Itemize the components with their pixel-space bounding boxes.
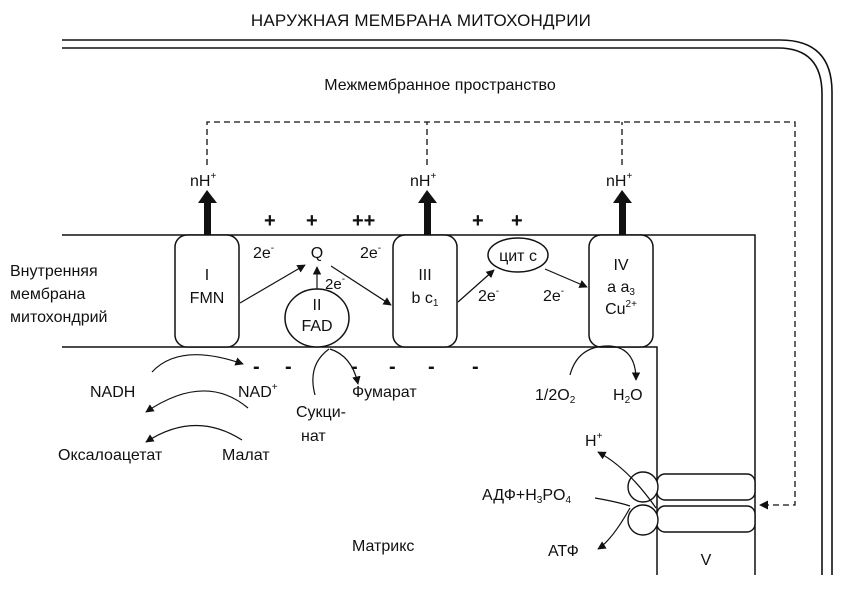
complex-ii-cofactor: FAD [301,318,332,335]
cytochrome-c [487,237,549,273]
succinate-label-1: Сукци- [296,404,346,421]
svg-text:-: - [472,356,479,378]
charge-plus-3: ++ [352,210,375,232]
svg-text:-: - [253,356,260,378]
proton-return-branches [426,122,623,165]
inner-membrane [62,234,756,575]
inner-membrane-label-2: мембрана [10,286,86,303]
complex-iii [392,234,458,348]
charge-plus-4: + [472,210,484,232]
complex-iv-numeral: IV [613,257,628,274]
complex-i [174,234,240,348]
proton-label-1: nH+ [190,171,216,190]
nadh-label: NADH [90,384,135,401]
adp-label: АДФ+H3PO4 [482,487,571,506]
outer-membrane-title: НАРУЖНАЯ МЕМБРАНА МИТОХОНДРИИ [251,11,591,30]
inner-membrane-label-1: Внутренняя [10,263,98,280]
complex-iii-numeral: III [418,267,431,284]
succinate-label-2: нат [301,428,326,445]
fumarate-label: Фумарат [352,384,417,401]
electrons-label-4: 2e- [543,286,564,305]
proton-pump-arrows [198,190,632,235]
intermembrane-space-label: Межмембранное пространство [324,77,556,94]
water-label: H2O [613,387,643,406]
atp-synthase [627,471,756,536]
ubiquinone-label: Q [311,245,323,262]
atp-synthase-arrows [594,451,657,550]
svg-text:-: - [428,356,435,378]
svg-text:-: - [285,356,292,378]
oxygen-label: 1/2O2 [535,387,576,406]
complex-ii-numeral: II [313,297,322,314]
electrons-label-2: 2e- [360,243,381,262]
proton-label-4: nH+ [606,171,632,190]
matrix-label: Матрикс [352,538,414,555]
complex-iv-copper: Cu2+ [605,299,637,318]
h-plus-label: H+ [585,431,603,450]
complex-i-numeral: I [205,267,209,284]
electron-flow-arrows [239,264,588,306]
svg-text:-: - [351,356,358,378]
complex-i-cofactor: FMN [190,290,225,307]
complex-iv [588,234,654,348]
oxaloacetate-label: Оксалоацетат [58,447,163,464]
charge-minus-row: - - - - - - [253,356,479,378]
electrons-label-3: 2e- [478,286,499,305]
malate-label: Малат [222,447,270,464]
nad-label: NAD+ [238,382,278,401]
complex-iv-cofactor: a a3 [607,279,635,298]
inner-membrane-label-3: митохондрий [10,309,107,326]
complex-v-label: V [701,552,712,569]
outer-membrane [62,39,833,575]
charge-plus-2: + [306,210,318,232]
proton-label-3: nH+ [410,171,436,190]
electrons-label-1: 2e- [253,243,274,262]
electrons-label-ii: 2e- [325,274,345,293]
cytochrome-c-label: цит с [499,248,537,265]
proton-return-path [206,121,796,510]
svg-text:-: - [389,356,396,378]
atp-label: АТФ [548,543,579,560]
charge-plus-5: + [511,210,523,232]
charge-plus-1: + [264,210,276,232]
complex-iii-cofactor: b c1 [412,290,439,309]
metabolic-arrows [145,345,641,443]
